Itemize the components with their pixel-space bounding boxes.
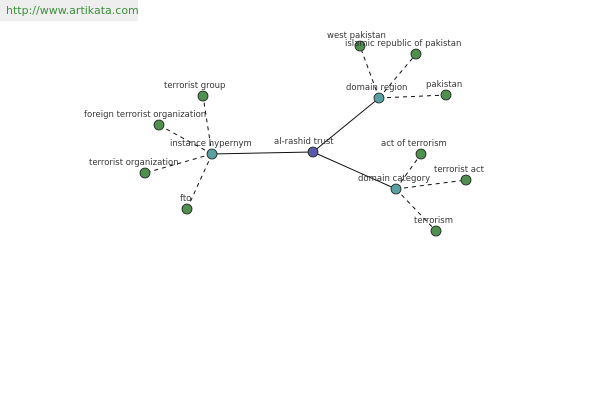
node-fto[interactable] (181, 203, 193, 215)
edge-category-terrorist-act (395, 179, 467, 190)
node-terrorist-act[interactable] (460, 174, 472, 186)
label-instance-hypernym: instance hypernym (170, 139, 252, 149)
label-root: al-rashid trust (274, 137, 334, 147)
node-foreign-terrorist-organization[interactable] (153, 119, 165, 131)
label-terrorist-act: terrorist act (434, 165, 485, 175)
label-terrorism: terrorism (414, 216, 453, 226)
node-domain-region[interactable] (373, 92, 385, 104)
edge-region-islamic-republic (378, 53, 417, 99)
node-act-of-terrorism[interactable] (415, 148, 427, 160)
label-islamic-republic: islamic republic of pakistan (345, 39, 461, 49)
label-fto: fto (180, 194, 191, 204)
node-domain-category[interactable] (390, 183, 402, 195)
edge-hypernym-terrorist-group (202, 95, 213, 155)
node-root[interactable] (307, 146, 319, 158)
label-pakistan: pakistan (426, 80, 462, 90)
node-instance-hypernym[interactable] (206, 148, 218, 160)
node-west-pakistan[interactable] (354, 40, 366, 52)
label-domain-category: domain category (358, 174, 430, 184)
node-terrorism[interactable] (430, 225, 442, 237)
label-foreign-terrorist-organization: foreign terrorist organization (84, 110, 206, 120)
label-terrorist-organization: terrorist organization (89, 158, 179, 168)
label-act-of-terrorism: act of terrorism (381, 139, 447, 149)
edge-region-pakistan (378, 94, 447, 99)
edge-root-domain-category (312, 151, 397, 190)
node-islamic-republic[interactable] (410, 48, 422, 60)
edge-category-terrorism (395, 188, 437, 232)
edge-hypernym-terrorist-organization (144, 153, 213, 174)
node-pakistan[interactable] (440, 89, 452, 101)
node-terrorist-organization[interactable] (139, 167, 151, 179)
node-terrorist-group[interactable] (197, 90, 209, 102)
watermark-banner: http://www.artikata.com (0, 0, 139, 21)
edge-region-west-pakistan (359, 45, 380, 99)
edge-hypernym-foreign-terrorist-organization (158, 124, 213, 155)
edge-root-instance-hypernym (211, 151, 314, 155)
label-west-pakistan: west pakistan (327, 31, 386, 41)
label-terrorist-group: terrorist group (164, 81, 225, 91)
watermark-text: http://www.artikata.com (6, 4, 139, 17)
label-domain-region: domain region (346, 83, 407, 93)
edge-category-act-of-terrorism (395, 153, 422, 190)
edge-hypernym-fto (186, 153, 213, 210)
edge-root-domain-region (312, 97, 380, 153)
